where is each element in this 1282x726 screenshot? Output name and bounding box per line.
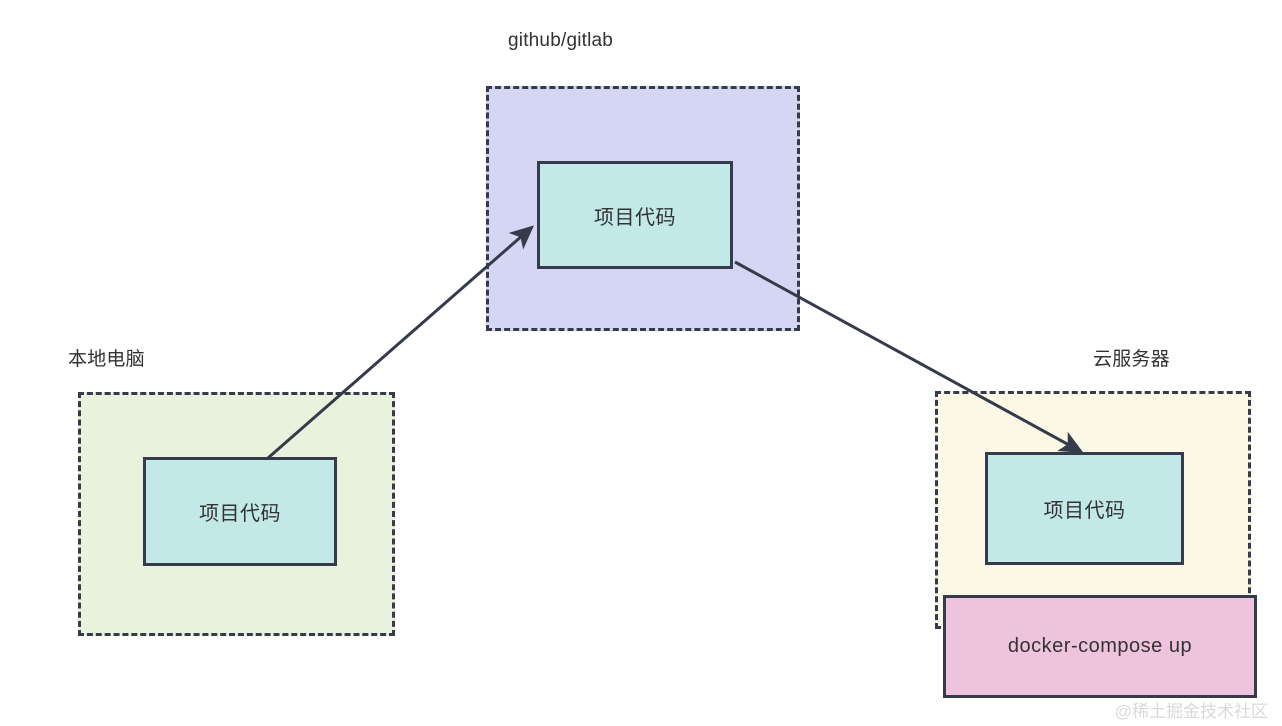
watermark: @稀土掘金技术社区 — [1114, 702, 1268, 721]
zone-label-cloud-server: 云服务器 — [1093, 349, 1170, 370]
node-project-code-cloud: 项目代码 — [985, 452, 1184, 565]
zone-label-local-computer: 本地电脑 — [68, 349, 145, 370]
node-docker-compose-up: docker-compose up — [943, 595, 1257, 698]
zone-label-github: github/gitlab — [508, 30, 614, 51]
node-project-code-github: 项目代码 — [537, 161, 733, 269]
node-project-code-local: 项目代码 — [143, 457, 337, 566]
